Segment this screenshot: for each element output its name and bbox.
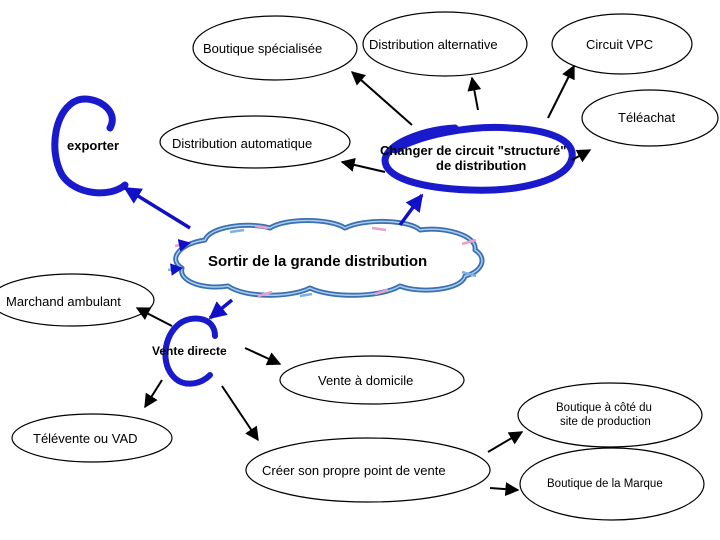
cloud-sortir [167, 218, 485, 298]
arrow-to-distribution-automatique [340, 158, 386, 173]
label-sortir: Sortir de la grande distribution [208, 253, 428, 270]
node-boutique-specialisee-shape [192, 15, 358, 81]
node-televente-shape [11, 413, 173, 463]
swirl-changer-circuit [381, 123, 576, 194]
arrow-to-creer-point-vente [221, 385, 259, 442]
node-boutique-marque-shape [519, 447, 705, 521]
arrow-to-boutique-marque [489, 482, 520, 497]
arrow-to-televente [144, 379, 163, 409]
node-vente-domicile-shape [279, 355, 465, 405]
label-boutique-cote-line1: Boutique à côté du [556, 402, 652, 414]
label-marchand-ambulant: Marchand ambulant [6, 294, 121, 309]
blue-arrow-to-exporter [123, 186, 191, 230]
arrow-to-boutique-cote [487, 431, 524, 453]
arrow-to-marchand-ambulant [135, 307, 173, 327]
node-marchand-ambulant-shape [0, 273, 155, 327]
arrow-to-boutique-specialisee [350, 71, 413, 126]
label-vente-domicile: Vente à domicile [318, 373, 414, 388]
arrow-to-vente-domicile [244, 347, 282, 366]
arrow-to-circuit-vpc [547, 64, 575, 119]
label-exporter: exporter [67, 138, 120, 153]
arrow-to-distribution-alternative [467, 76, 482, 111]
swirl-vente-directe [162, 315, 218, 387]
node-creer-point-vente-shape [245, 437, 491, 503]
label-circuit-vpc: Circuit VPC [586, 37, 654, 52]
arrow-to-teleachat [571, 149, 592, 163]
label-boutique-cote-line2: site de production [560, 416, 651, 428]
label-changer-circuit-line1: Changer de circuit "structuré" [380, 143, 567, 158]
label-distribution-automatique: Distribution automatique [172, 136, 313, 151]
label-televente: Télévente ou VAD [33, 431, 138, 446]
label-boutique-marque: Boutique de la Marque [547, 478, 663, 490]
blue-arrow-to-vente-directe [208, 298, 234, 320]
node-distribution-alternative-shape [362, 11, 528, 77]
label-changer-circuit-line2: de distribution [436, 158, 527, 173]
label-vente-directe: Vente directe [152, 344, 227, 358]
node-circuit-vpc-shape [551, 13, 693, 75]
node-teleachat-shape [581, 89, 719, 147]
label-teleachat: Téléachat [618, 110, 676, 125]
blue-arrow-to-changer-circuit [398, 193, 424, 227]
swirl-exporter [51, 95, 129, 197]
label-distribution-alternative: Distribution alternative [369, 37, 498, 52]
label-creer-point-vente: Créer son propre point de vente [262, 463, 446, 478]
label-boutique-specialisee: Boutique spécialisée [203, 41, 323, 56]
node-boutique-cote-shape [517, 382, 703, 448]
node-distribution-automatique-shape [159, 115, 351, 169]
